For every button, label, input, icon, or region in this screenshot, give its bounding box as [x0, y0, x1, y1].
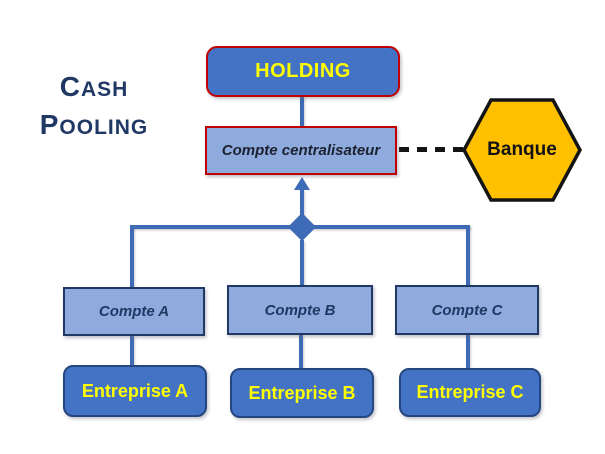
account-label-b: Compte B: [264, 301, 336, 319]
account-node-c: Compte C: [395, 285, 539, 335]
connector-account-b-to-company-b: [299, 335, 303, 369]
central-account-label: Compte centralisateur: [221, 142, 381, 159]
account-label-c: Compte C: [431, 301, 503, 319]
connector-left-branch: [130, 225, 134, 288]
title-line-pooling: POOLING: [20, 108, 168, 146]
company-node-a: Entreprise A: [63, 365, 207, 417]
title-rest-ash: ASH: [80, 78, 129, 101]
company-label-a: Entreprise A: [81, 380, 189, 401]
connector-holding-to-central: [300, 96, 304, 127]
company-label-b: Entreprise B: [248, 382, 356, 403]
title-initial-c: C: [59, 71, 81, 102]
connector-middle-branch: [300, 240, 304, 286]
central-account-node: Compte centralisateur: [205, 126, 397, 175]
junction-diamond-icon: [287, 212, 317, 242]
dashed-link-central-to-bank: [399, 147, 463, 152]
bank-node: Banque: [462, 98, 582, 202]
bank-label: Banque: [487, 139, 557, 160]
account-node-a: Compte A: [63, 287, 205, 336]
connector-right-branch: [466, 225, 470, 287]
company-node-c: Entreprise C: [399, 368, 541, 417]
arrowhead-up-icon: [294, 177, 310, 190]
account-node-b: Compte B: [227, 285, 373, 335]
account-label-a: Compte A: [98, 303, 170, 320]
hexagon-icon: [462, 98, 582, 202]
diagram-title: CASH POOLING: [20, 70, 168, 146]
title-line-cash: CASH: [20, 70, 168, 108]
connector-account-a-to-company-a: [130, 336, 134, 366]
arrow-shaft-to-central: [300, 189, 304, 216]
title-rest-ooling: OOLING: [59, 116, 149, 139]
title-initial-p: P: [39, 109, 60, 140]
connector-account-c-to-company-c: [466, 335, 470, 369]
company-label-c: Entreprise C: [416, 382, 524, 402]
company-node-b: Entreprise B: [230, 368, 374, 418]
holding-node: HOLDING: [206, 46, 400, 97]
holding-label: HOLDING: [255, 60, 351, 82]
